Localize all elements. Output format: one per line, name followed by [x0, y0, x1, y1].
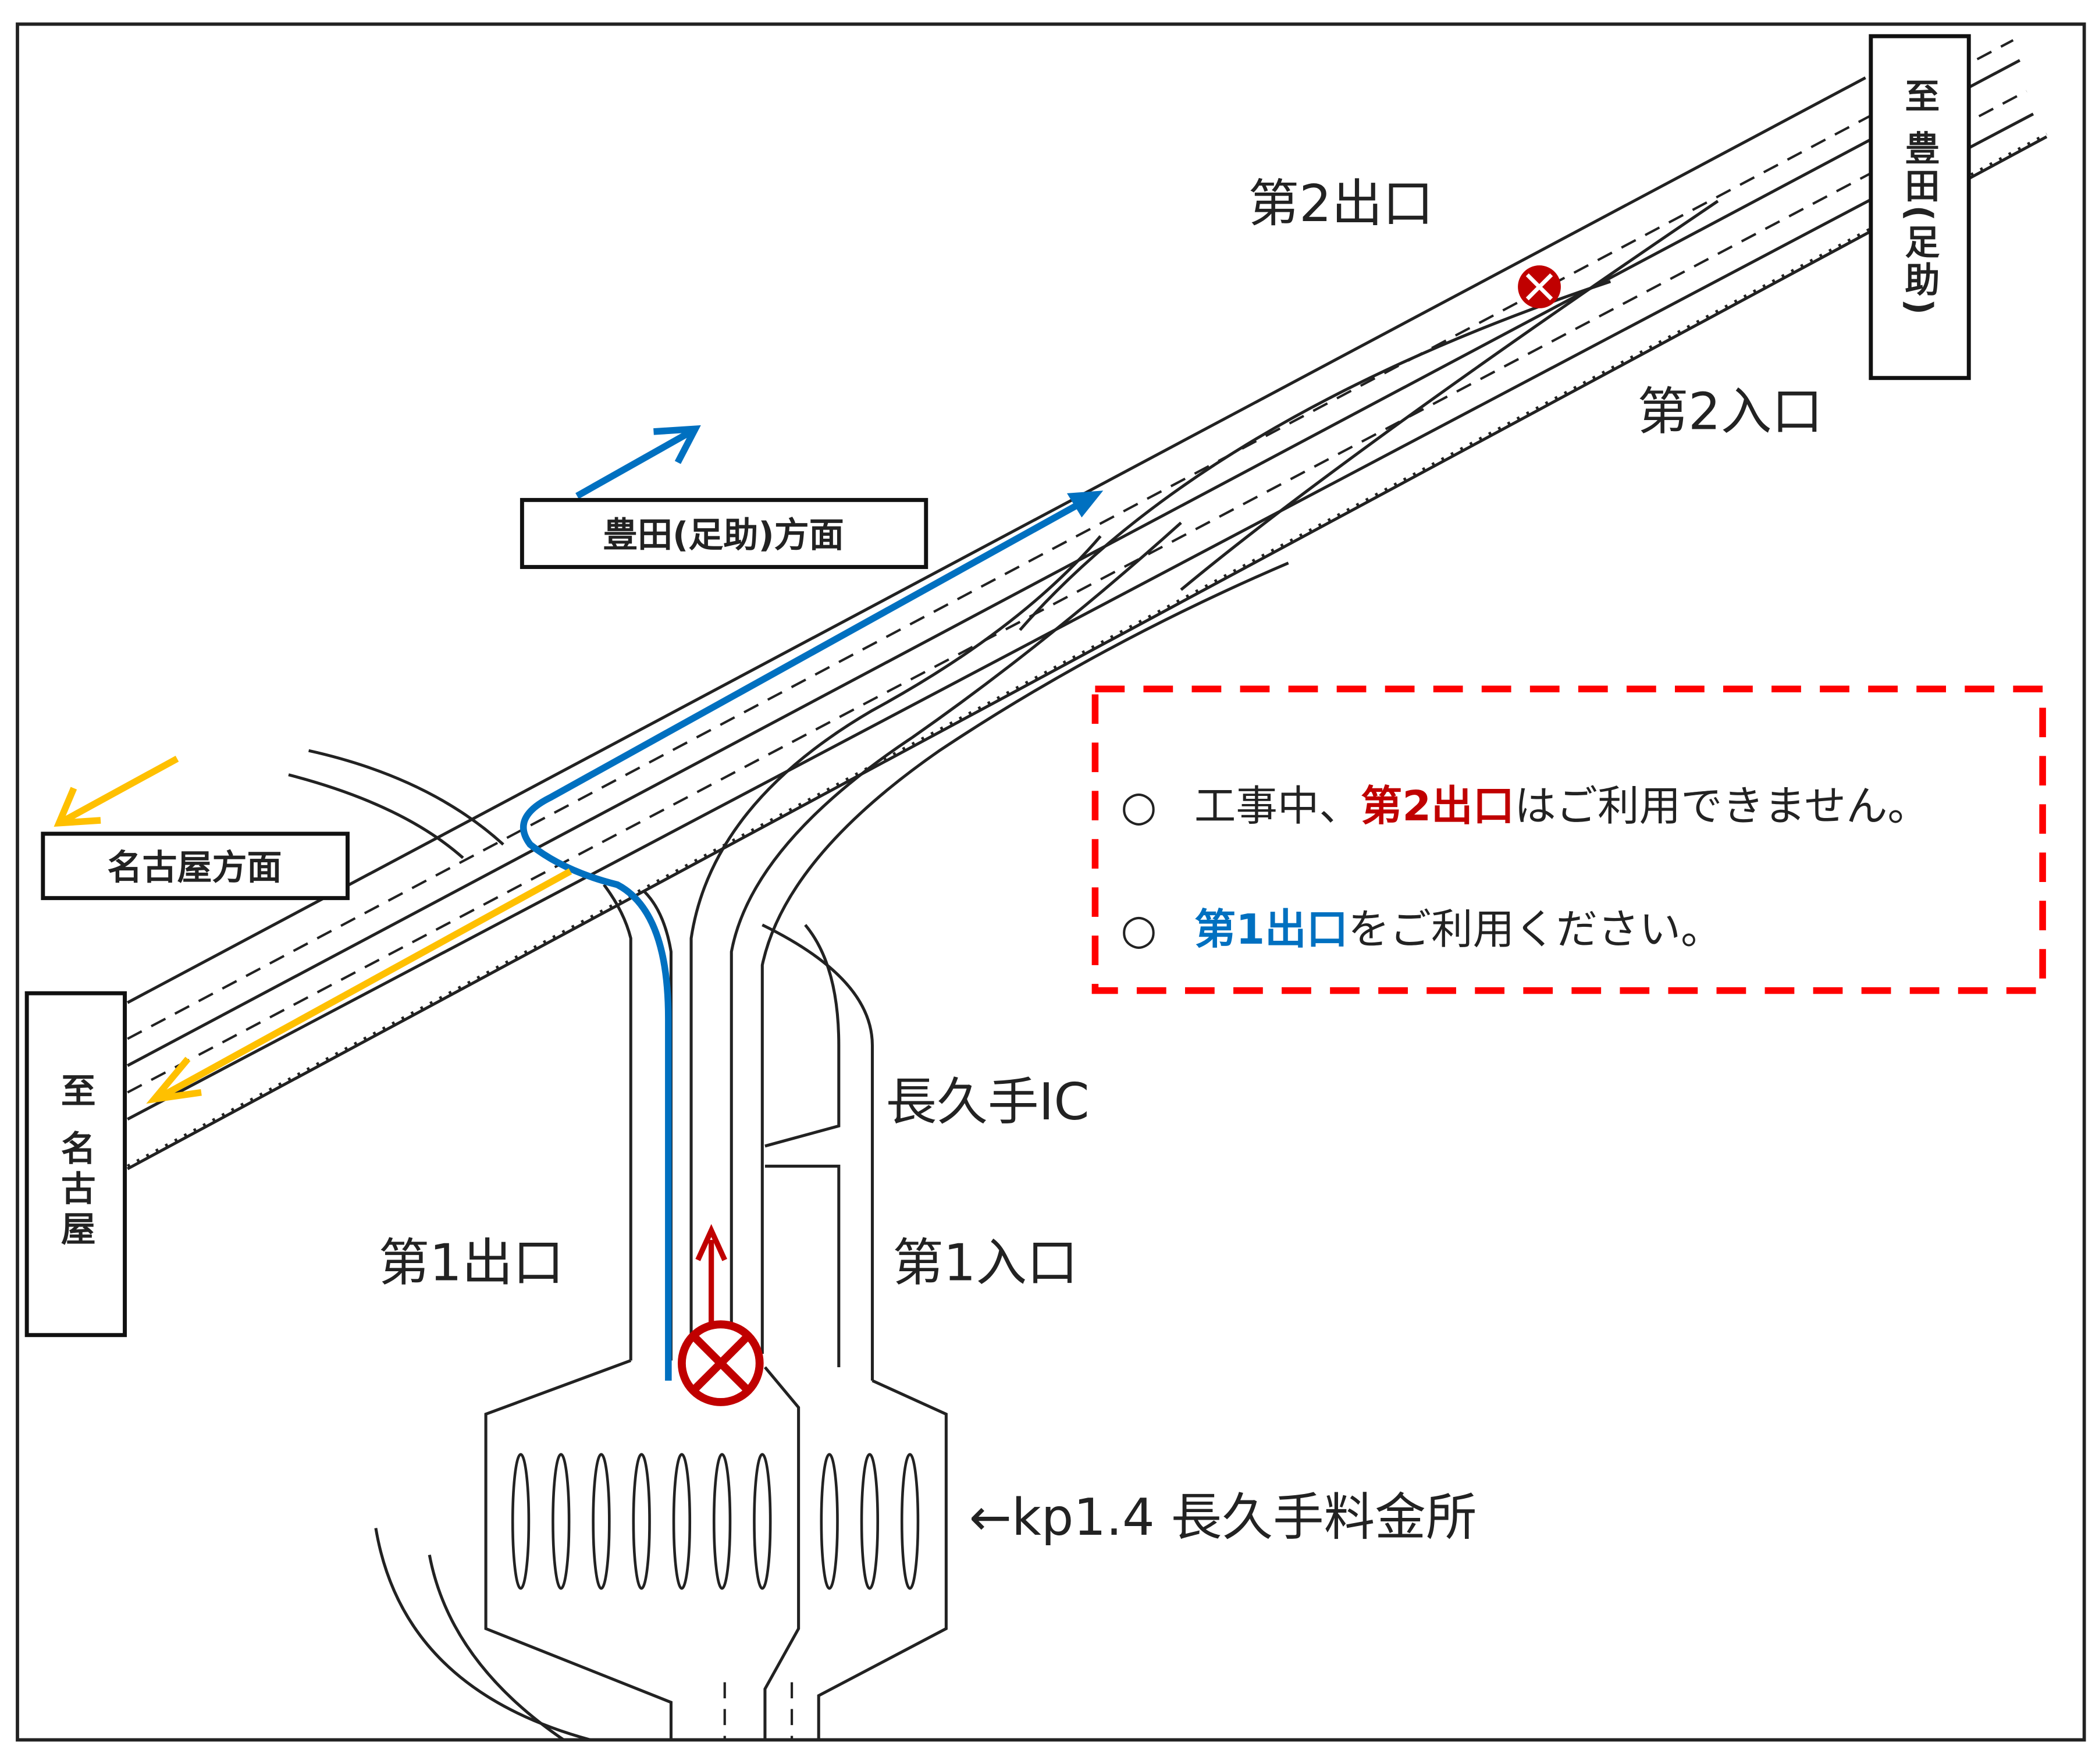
toll-plaza	[374, 1359, 948, 1741]
label-exit1: 第1出口	[379, 1233, 564, 1292]
closed-marker-exit2	[1518, 265, 1561, 308]
toyota-direction-sign: 豊田(足助)方面	[603, 515, 844, 556]
nagoya-direction-sign: 名古屋方面	[108, 847, 282, 888]
expressway	[126, 39, 2048, 1171]
bullet: ○	[1120, 782, 1157, 830]
to-nagoya-sign: 至 名古屋	[55, 1072, 95, 1251]
open-exit-name: 第1出口	[1194, 905, 1348, 954]
closed-marker-exit1	[677, 1320, 764, 1406]
notice-box	[1091, 685, 2046, 994]
closed-exit-name: 第2出口	[1361, 782, 1514, 830]
nagoya-route	[159, 868, 572, 1100]
label-entrance2: 第2入口	[1637, 382, 1823, 441]
recommended-route	[520, 493, 1095, 1381]
label-ic-name: 長久手IC	[886, 1072, 1090, 1132]
notice-line-2: ○ 第1出口をご利用ください。	[1120, 905, 1722, 954]
notice-suffix: はご利用できません。	[1514, 782, 1929, 830]
notice-prefix: 工事中、	[1194, 782, 1361, 830]
label-tollgate: ←kp1.4 長久手料金所	[969, 1488, 1477, 1547]
ramps	[603, 200, 1719, 1381]
bullet: ○	[1120, 905, 1157, 954]
label-entrance1: 第1入口	[892, 1233, 1078, 1292]
label-exit2: 第2出口	[1248, 174, 1433, 233]
notice-line-1: ○ 工事中、第2出口はご利用できません。	[1120, 782, 1929, 830]
to-toyota-sign: 至 豊田(足助)	[1899, 78, 1940, 318]
route-arrowhead	[1066, 490, 1104, 518]
notice-suffix: をご利用ください。	[1348, 905, 1722, 954]
